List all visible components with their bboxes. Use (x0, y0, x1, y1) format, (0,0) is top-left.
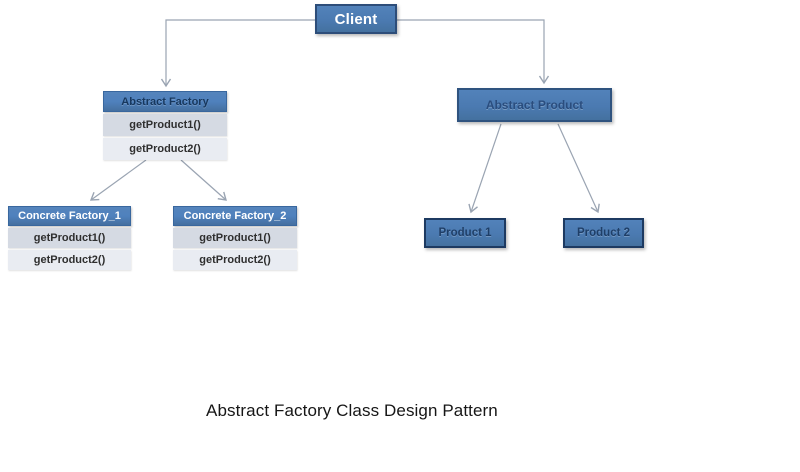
abstract-product-node: Abstract Product (457, 88, 612, 122)
abstract-factory-title: Abstract Factory (121, 95, 209, 108)
concrete-factory-1-method-row: getProduct1() (8, 228, 131, 248)
method-label: getProduct1() (33, 232, 106, 244)
client-label: Client (334, 10, 378, 28)
concrete-factory-1-title: Concrete Factory_1 (18, 210, 121, 222)
abstract-product-label: Abstract Product (485, 98, 584, 112)
edge-client-to-abstract-product (397, 19, 550, 85)
edge-client-to-abstract-factory (160, 19, 315, 88)
concrete-factory-1-node: Concrete Factory_1 getProduct1() getProd… (8, 206, 131, 270)
method-label: getProduct1() (199, 232, 271, 244)
edge-abstract-factory-to-concrete-2 (180, 159, 227, 201)
edge-abstract-factory-to-concrete-1 (89, 159, 147, 201)
abstract-factory-method-row: getProduct2() (103, 138, 227, 160)
concrete-factory-2-title: Concrete Factory_2 (183, 210, 287, 222)
concrete-factory-2-header: Concrete Factory_2 (173, 206, 297, 226)
edge-abstract-product-to-product-2 (557, 123, 600, 214)
product-1-node: Product 1 (424, 218, 506, 248)
abstract-factory-header: Abstract Factory (103, 91, 227, 112)
client-node: Client (315, 4, 397, 34)
method-label: getProduct2() (129, 143, 201, 155)
product-2-label: Product 2 (576, 227, 631, 239)
diagram-caption: Abstract Factory Class Design Pattern (206, 401, 498, 420)
method-label: getProduct2() (33, 254, 106, 266)
product-1-label: Product 1 (438, 227, 492, 239)
concrete-factory-1-header: Concrete Factory_1 (8, 206, 131, 226)
concrete-factory-2-node: Concrete Factory_2 getProduct1() getProd… (173, 206, 297, 270)
abstract-factory-node: Abstract Factory getProduct1() getProduc… (103, 91, 227, 160)
method-label: getProduct2() (199, 254, 271, 266)
method-label: getProduct1() (129, 119, 201, 131)
concrete-factory-2-method-row: getProduct2() (173, 250, 297, 270)
concrete-factory-1-method-row: getProduct2() (8, 250, 131, 270)
concrete-factory-2-method-row: getProduct1() (173, 228, 297, 248)
abstract-factory-method-row: getProduct1() (103, 114, 227, 136)
edge-abstract-product-to-product-1 (468, 123, 502, 214)
product-2-node: Product 2 (563, 218, 644, 248)
